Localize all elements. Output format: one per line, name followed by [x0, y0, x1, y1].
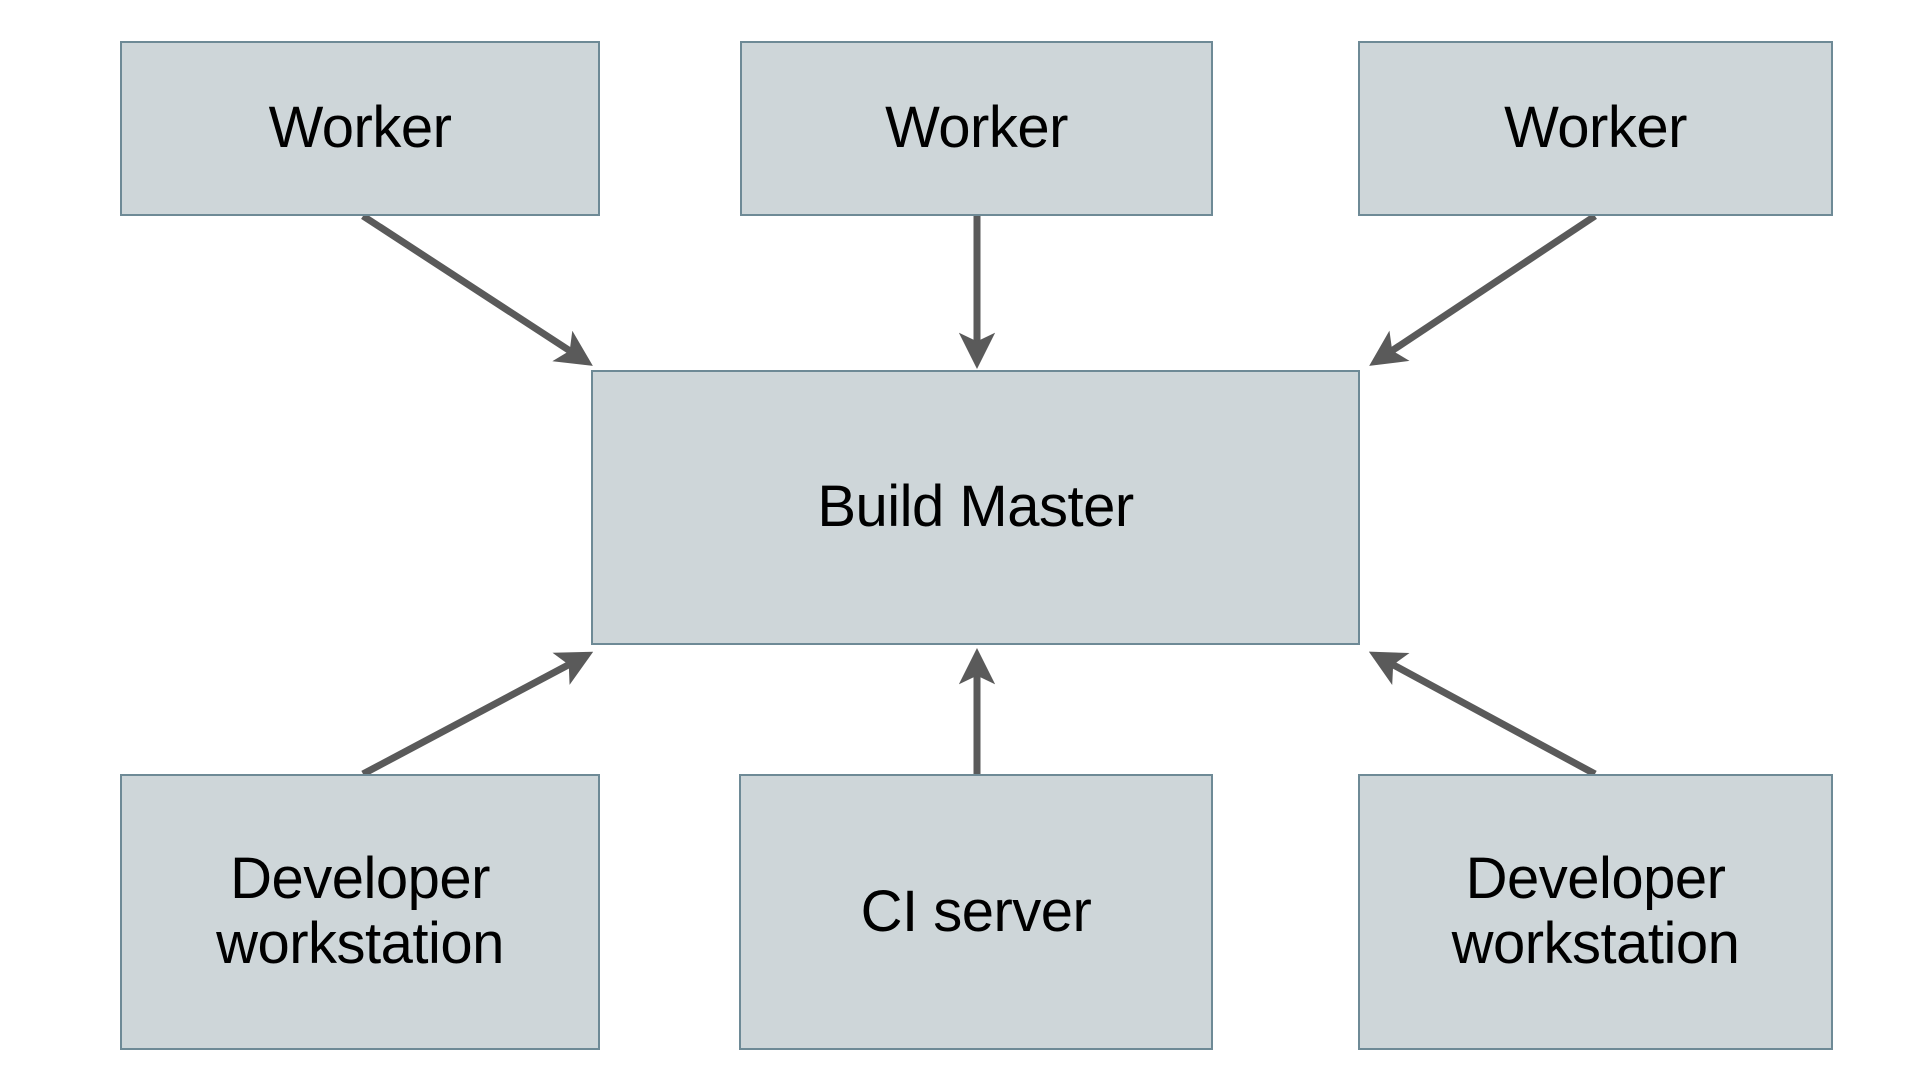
node-label: Developer workstation	[216, 846, 504, 976]
node-label: Worker	[1504, 95, 1687, 161]
edge-dev-right-to-master	[1368, 651, 1597, 778]
node-developer-workstation-left[interactable]: Developer workstation	[120, 774, 600, 1050]
node-label: Build Master	[817, 474, 1134, 540]
node-label: Developer workstation	[1451, 846, 1740, 976]
node-build-master[interactable]: Build Master	[591, 370, 1360, 645]
node-developer-workstation-right[interactable]: Developer workstation	[1358, 774, 1833, 1050]
node-worker-middle[interactable]: Worker	[740, 41, 1213, 216]
node-label: Worker	[885, 95, 1068, 161]
node-worker-right[interactable]: Worker	[1358, 41, 1833, 216]
node-label: CI server	[860, 878, 1092, 944]
node-label: Worker	[268, 95, 452, 161]
node-ci-server[interactable]: CI server	[739, 774, 1213, 1050]
node-worker-left[interactable]: Worker	[120, 41, 600, 216]
edge-dev-left-to-master	[361, 651, 594, 778]
edge-worker-left-to-master	[361, 213, 593, 366]
edge-worker-right-to-master	[1369, 213, 1597, 366]
